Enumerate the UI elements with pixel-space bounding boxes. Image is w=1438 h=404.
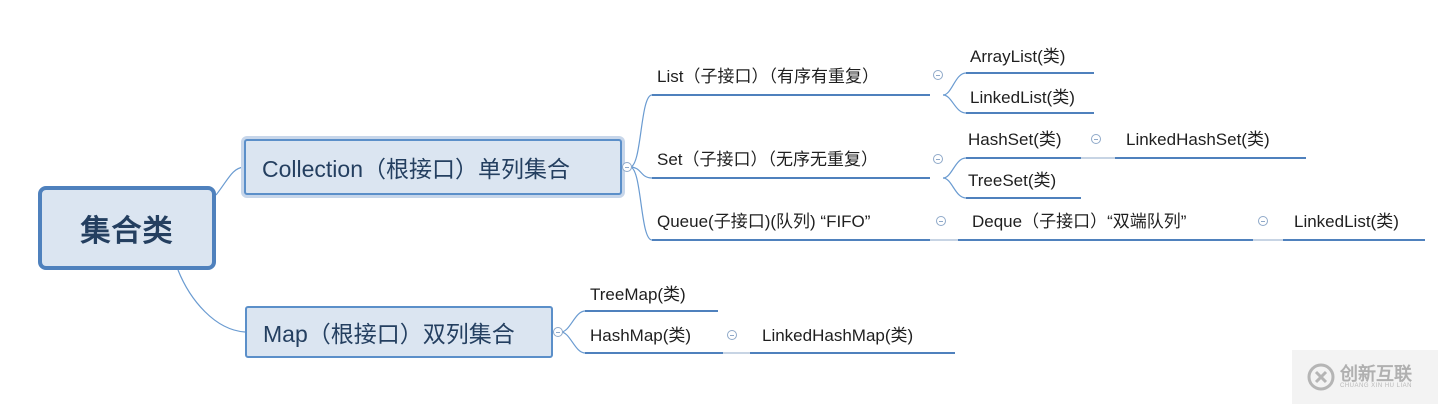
deque-node[interactable]: Deque（子接口）“双端队列” (972, 212, 1187, 231)
map-node[interactable]: Map（根接口）双列集合 (245, 306, 553, 358)
arraylist-node[interactable]: ArrayList(类) (970, 47, 1066, 66)
treeset-node[interactable]: TreeSet(类) (968, 171, 1057, 190)
collapse-toggle-hashmap[interactable] (727, 330, 737, 340)
collapse-toggle-list[interactable] (933, 70, 943, 80)
watermark-subtext: CHUANG XIN HU LIAN (1340, 383, 1413, 389)
watermark: 创新互联 CHUANG XIN HU LIAN (1292, 350, 1438, 404)
hashmap-node[interactable]: HashMap(类) (590, 326, 692, 345)
collapse-toggle-queue[interactable] (936, 216, 946, 226)
queue-node[interactable]: Queue(子接口)(队列) “FIFO” (657, 212, 871, 231)
collapse-toggle-set[interactable] (933, 154, 943, 164)
linkedlist-node[interactable]: LinkedList(类) (970, 88, 1075, 107)
collapse-toggle-hashset[interactable] (1091, 134, 1101, 144)
root-node[interactable]: 集合类 (38, 186, 216, 270)
collection-node[interactable]: Collection（根接口）单列集合 (244, 139, 622, 195)
logo-icon (1307, 363, 1335, 391)
collapse-toggle-deque[interactable] (1258, 216, 1268, 226)
watermark-text: 创新互联 (1340, 364, 1412, 384)
set-node[interactable]: Set（子接口）（无序无重复） (657, 150, 879, 169)
list-node[interactable]: List（子接口）（有序有重复） (657, 67, 879, 86)
hashset-node[interactable]: HashSet(类) (968, 130, 1062, 149)
treemap-node[interactable]: TreeMap(类) (590, 285, 686, 304)
linkedhashmap-node[interactable]: LinkedHashMap(类) (762, 326, 914, 345)
collapse-toggle-map[interactable] (553, 327, 563, 337)
deque-linkedlist-node[interactable]: LinkedList(类) (1294, 212, 1399, 231)
linkedhashset-node[interactable]: LinkedHashSet(类) (1126, 130, 1270, 149)
collapse-toggle-collection[interactable] (622, 162, 632, 172)
